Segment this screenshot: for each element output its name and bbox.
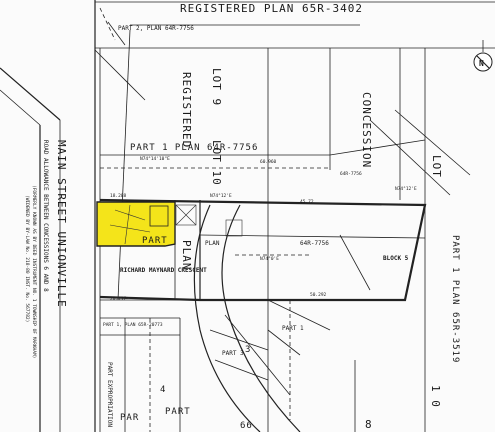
- lot-right-label: LOT: [430, 155, 443, 178]
- lot4-label: 4: [160, 385, 166, 395]
- plan-vertical-label: PLAN: [180, 240, 193, 271]
- building-footprint: [149, 205, 169, 227]
- part-lower-label: PART: [165, 407, 191, 417]
- subject-property-boundary: [99, 198, 427, 302]
- ten-label: 1 0: [429, 385, 442, 408]
- part-label: PART: [142, 236, 168, 246]
- plan-label: PLAN: [205, 240, 220, 247]
- svg-text:N74°14'10"E: N74°14'10"E: [140, 156, 170, 162]
- block-label: BLOCK 5: [383, 255, 409, 262]
- part1-plan-top-label: PART 1 PLAN 64R-7756: [130, 143, 258, 153]
- crescent-road-edge-inner: [193, 204, 261, 432]
- part3-label: PART 3: [222, 350, 244, 357]
- registered-plan-top-label: REGISTERED PLAN 65R-3402: [180, 2, 363, 15]
- svg-text:18.288: 18.288: [110, 193, 127, 199]
- part1-small-label: PART 1: [282, 325, 304, 332]
- svg-text:N74°12'E: N74°12'E: [210, 193, 232, 199]
- widened-bylaw-label: (WIDENED BY BY-LAW No. 218-80 INST. No. …: [24, 195, 30, 322]
- lot9-label: LOT 9: [210, 68, 223, 106]
- north-arrow-icon: N: [473, 40, 493, 72]
- road-allowance-label: ROAD ALLOWANCE BETWEEN CONCESSIONS 6 AND…: [42, 140, 49, 292]
- lot10-label: LOT 10: [210, 140, 223, 186]
- svg-text:64R-7756: 64R-7756: [340, 171, 362, 177]
- part-expropriation-label: PART EXPROPRIATION: [106, 362, 113, 427]
- north-arrow-letter: N: [479, 59, 484, 68]
- svg-text:N74°0'E: N74°0'E: [260, 256, 279, 262]
- subject-parcel-highlight: [96, 201, 176, 247]
- richard-maynard-label: RICHARD MAYNARD CRESCENT: [120, 267, 207, 274]
- concession-vertical-label: CONCESSION: [360, 92, 373, 168]
- part1-plan-right-label: PART 1 PLAN 65R-3519: [450, 235, 460, 363]
- svg-text:20.117: 20.117: [110, 296, 127, 302]
- registered-vertical-label: REGISTERED: [180, 72, 193, 148]
- svg-text:50.292: 50.292: [310, 292, 327, 298]
- plan-number-mid: 64R-7756: [300, 240, 329, 247]
- part2-plan-label: PART 2, PLAN 64R-7756: [118, 25, 194, 32]
- svg-text:N74°12'E: N74°12'E: [395, 186, 417, 192]
- lot3-label: 3: [245, 345, 251, 355]
- main-street-label: MAIN STREET UNIONVILLE: [55, 140, 68, 308]
- plan-num-66: 66: [240, 421, 253, 431]
- formerly-known-label: (FORMERLY KNOWN AS BY DEED INSTRUMENT NO…: [31, 185, 37, 358]
- part-bottom-label: PAR: [120, 413, 139, 423]
- part-plan-left-label: PART 1, PLAN 65R-20773: [103, 322, 163, 328]
- svg-text:45.72: 45.72: [300, 199, 314, 205]
- eight-label: 8: [365, 418, 373, 431]
- crescent-road-edge-outer: [221, 204, 301, 432]
- svg-text:60.960: 60.960: [260, 159, 277, 165]
